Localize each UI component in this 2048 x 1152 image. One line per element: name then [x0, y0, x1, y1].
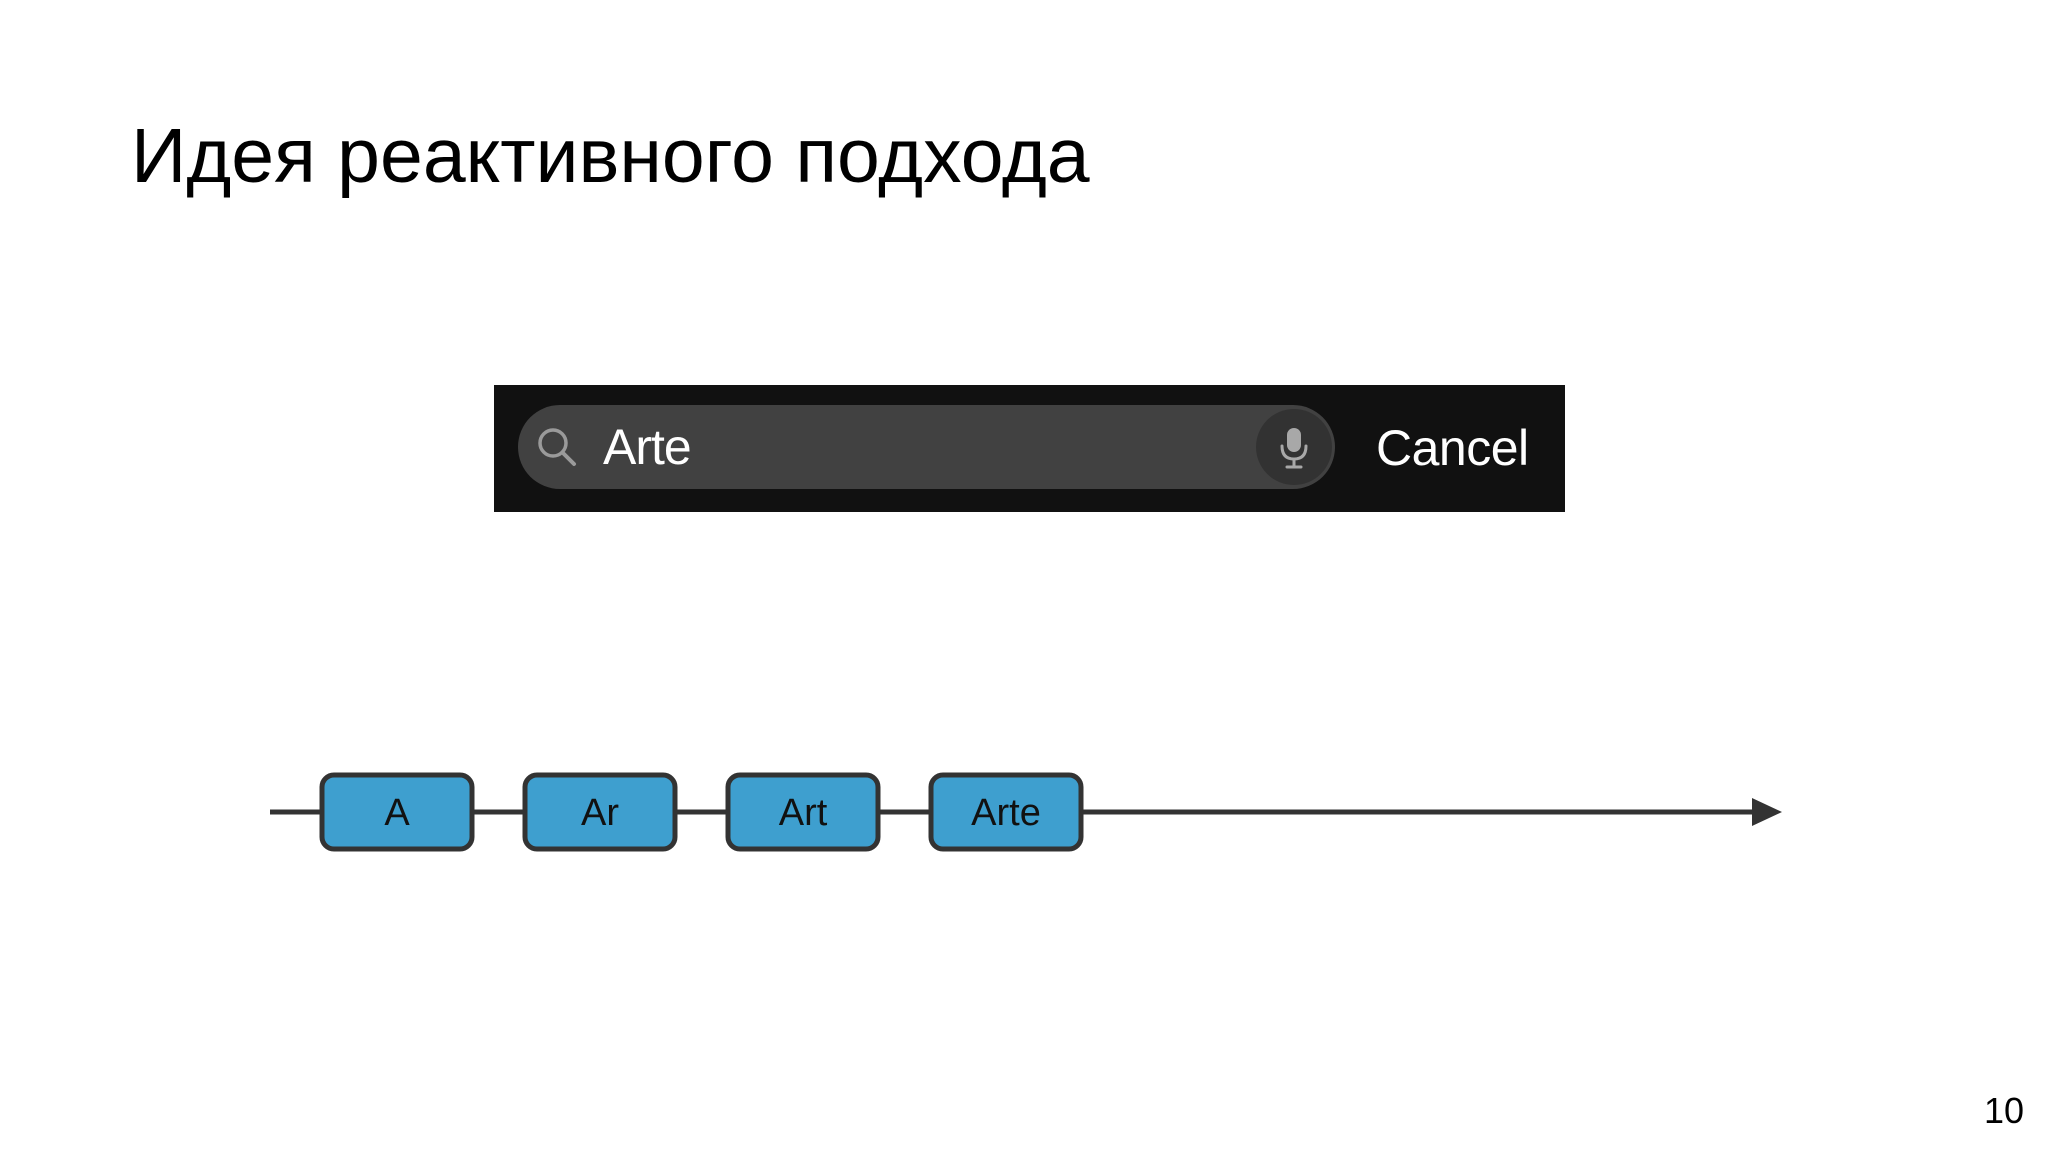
stream-event-box [725, 772, 881, 852]
stream-event-box [928, 772, 1084, 852]
stream-event-label: Art [779, 792, 828, 834]
stream-event-4: Arte [928, 772, 1084, 852]
stream-timeline-arrowhead [1752, 798, 1782, 826]
stream-event-box [319, 772, 475, 852]
page-number: 10 [1983, 1090, 2024, 1131]
microphone-icon [1280, 428, 1308, 469]
search-input[interactable]: Arte [603, 419, 692, 475]
slide-title: Идея реактивного подхода [131, 113, 1090, 199]
search-icon [538, 428, 576, 466]
cancel-button[interactable]: Cancel [1376, 420, 1529, 476]
stream-event-label: Ar [581, 792, 619, 834]
stream-event-1: A [319, 772, 475, 852]
stream-event-2: Ar [522, 772, 678, 852]
stream-event-3: Art [725, 772, 881, 852]
search-field[interactable]: Arte [518, 405, 1335, 489]
stream-event-label: A [384, 792, 410, 834]
stream-event-label: Arte [971, 792, 1041, 834]
search-bar: Arte Cancel [494, 385, 1565, 512]
stream-event-box [522, 772, 678, 852]
microphone-button[interactable] [1256, 409, 1332, 485]
